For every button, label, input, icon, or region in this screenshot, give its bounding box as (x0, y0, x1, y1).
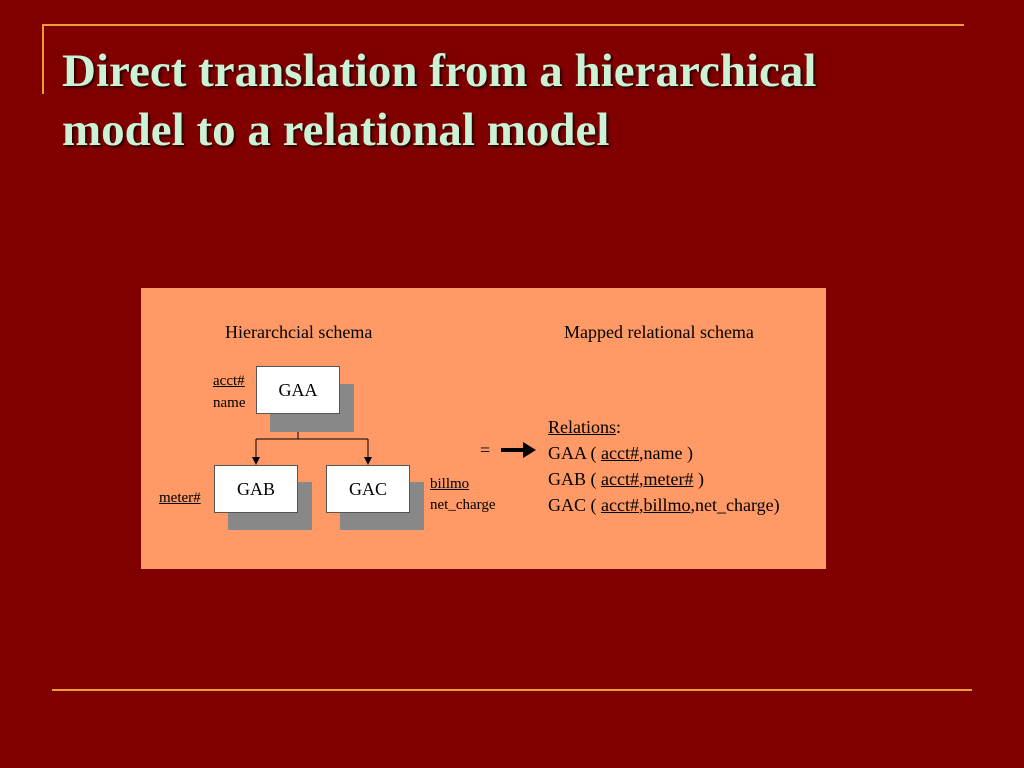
diagram-panel: Hierarchcial schema Mapped relational sc… (141, 288, 826, 569)
gaa-field: name (213, 395, 246, 411)
equals-sign: = (480, 440, 491, 460)
arrowhead-gab (252, 457, 260, 465)
arrowhead-gac (364, 457, 372, 465)
relation-gab: GAB ( acct#,meter# ) (548, 469, 704, 489)
left-accent-rule (42, 24, 44, 94)
slide-title: Direct translation from a hierarchical m… (62, 42, 992, 160)
gaa-key-field: acct# (213, 373, 245, 389)
mapping-arrow-head (523, 442, 536, 458)
gac-label: GAC (348, 478, 387, 499)
gaa-label: GAA (278, 379, 318, 400)
gac-key-field: billmo (430, 476, 470, 492)
left-heading: Hierarchcial schema (225, 322, 373, 342)
gac-box: GAC (326, 465, 410, 513)
gab-label: GAB (236, 478, 275, 499)
bottom-accent-rule (52, 689, 972, 691)
gaa-box: GAA (256, 366, 340, 414)
gab-box: GAB (214, 465, 298, 513)
title-line-2: model to a relational model (62, 104, 610, 156)
title-line-1: Direct translation from a hierarchical (62, 45, 817, 97)
relation-gaa: GAA ( acct#,name ) (548, 443, 693, 463)
relation-gac: GAC ( acct#,billmo,net_charge) (548, 495, 780, 515)
gab-key-field: meter# (159, 490, 201, 506)
connector-lines (252, 416, 536, 465)
relations-heading: Relations: (548, 417, 622, 437)
gac-field: net_charge (430, 497, 496, 513)
right-heading: Mapped relational schema (564, 322, 754, 342)
top-accent-rule (42, 24, 964, 26)
